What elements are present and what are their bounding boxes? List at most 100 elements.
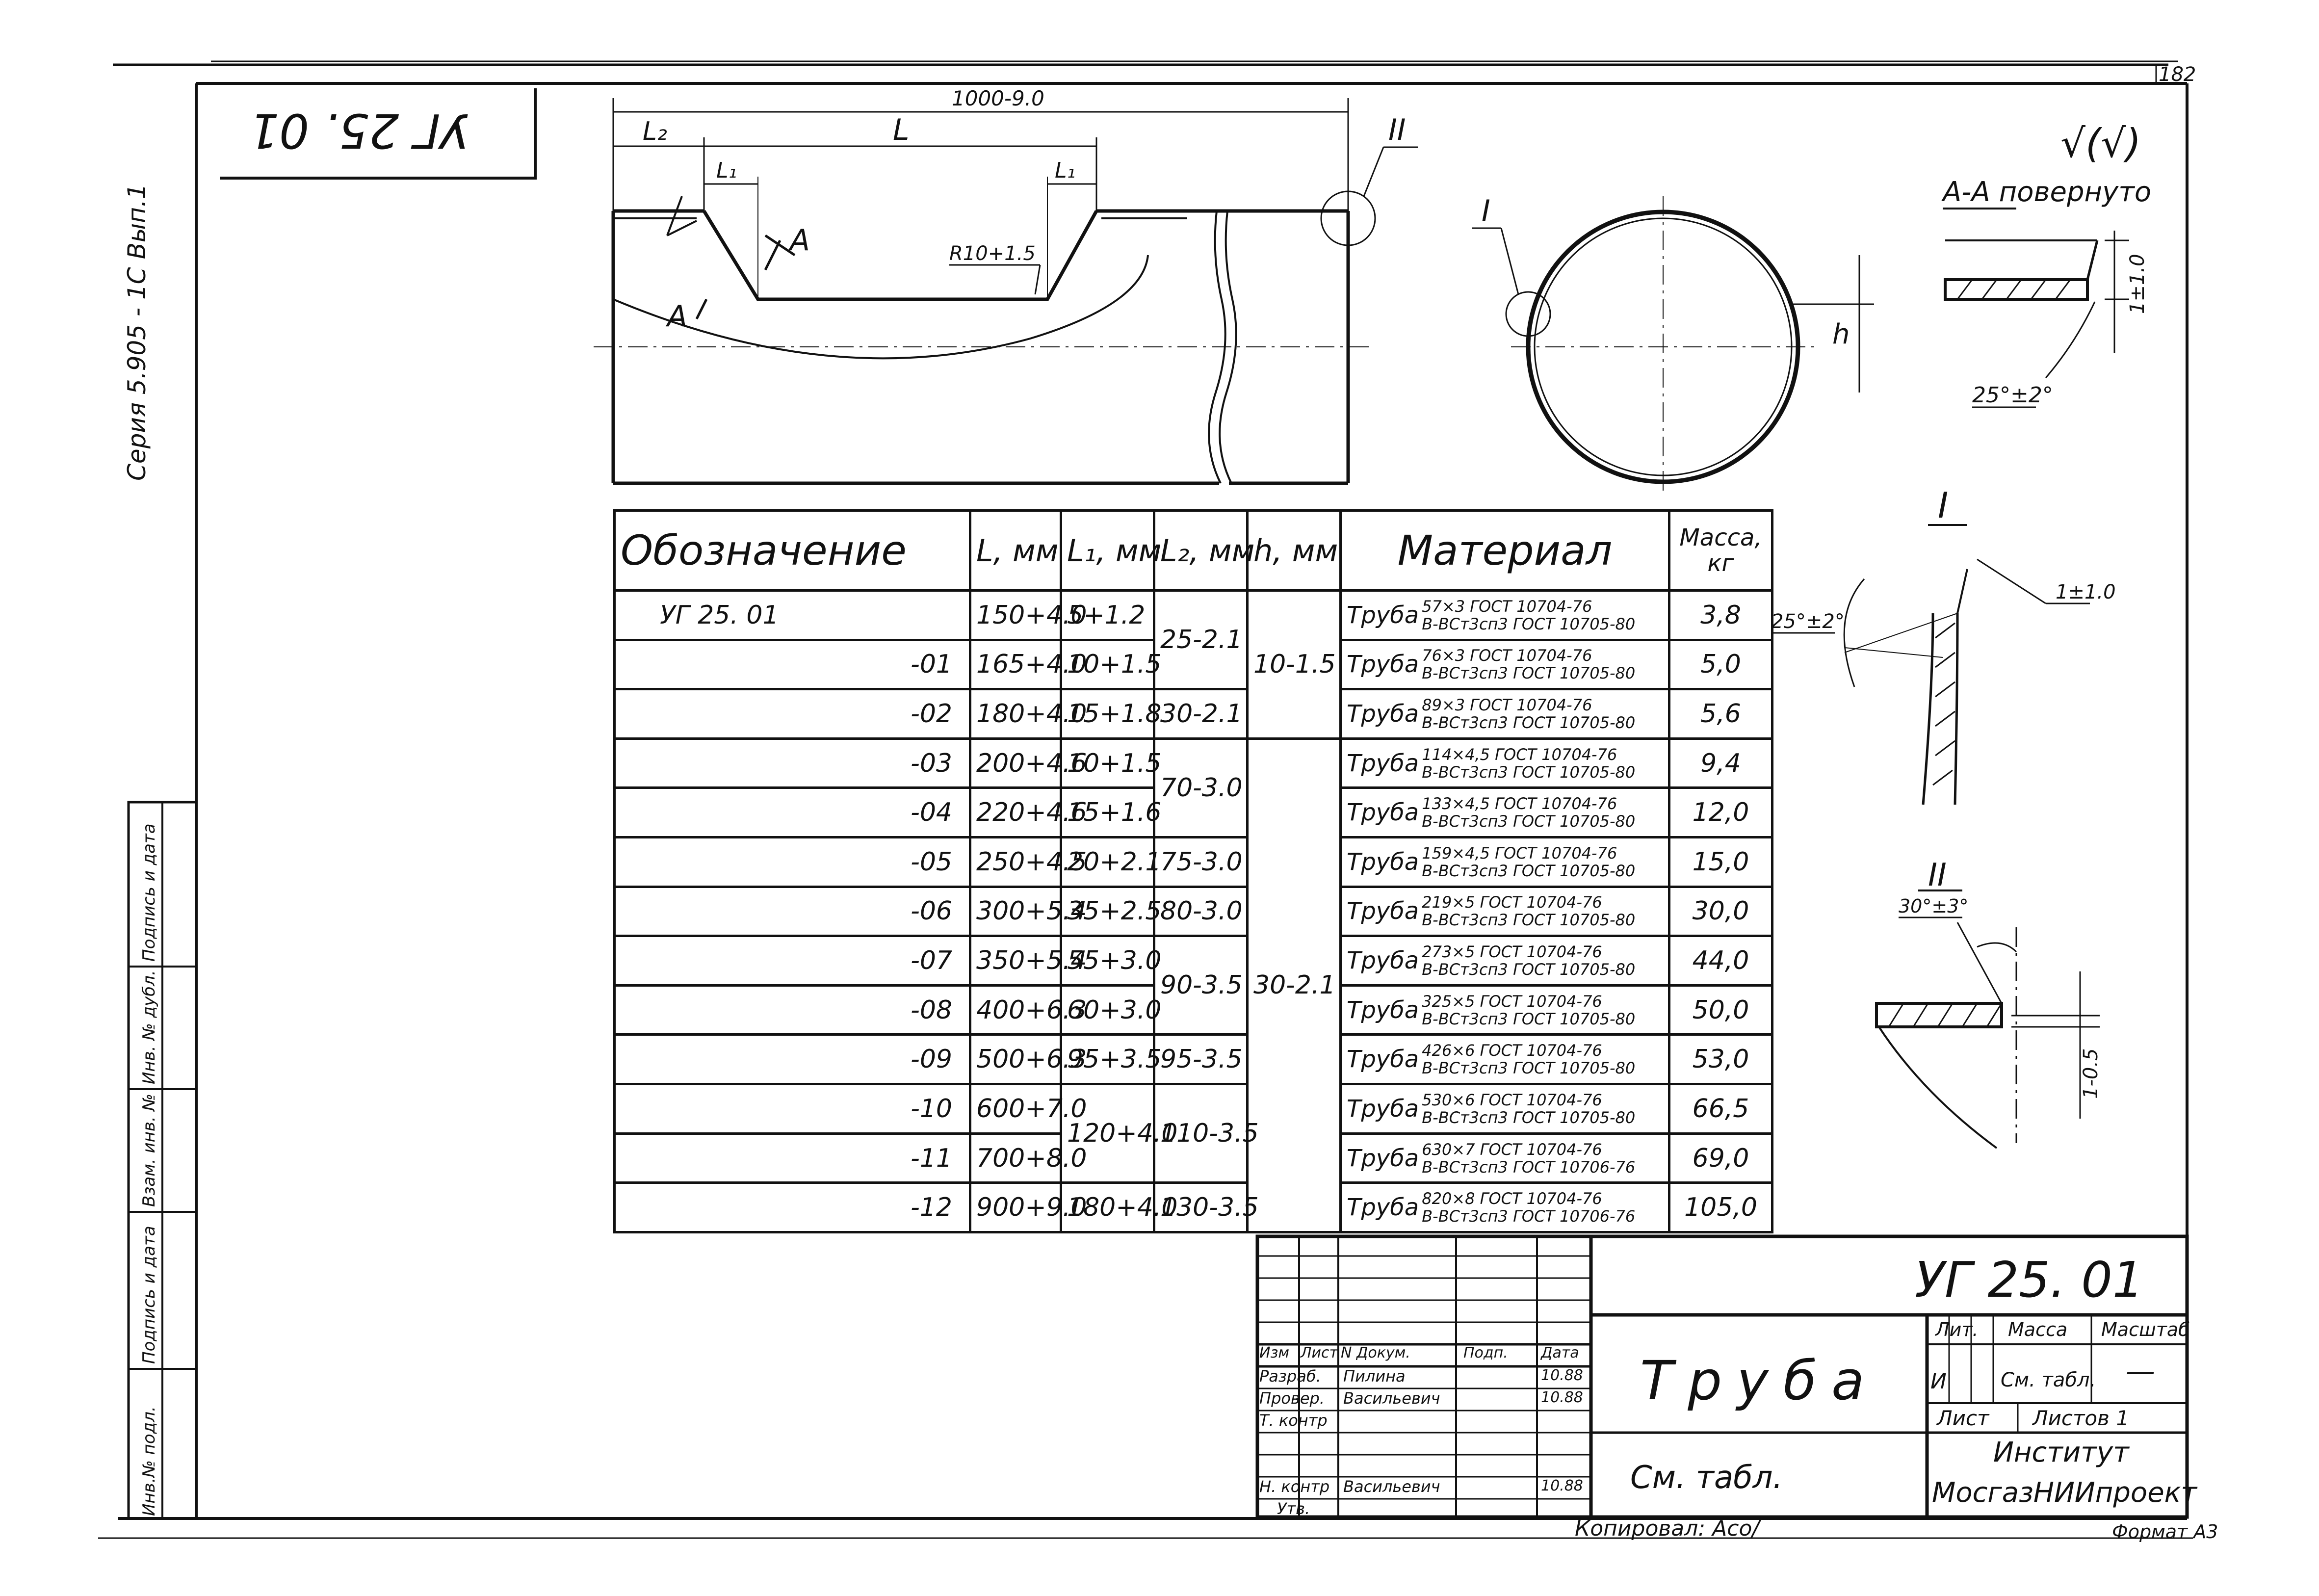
col-sign: Подп. xyxy=(1463,1344,1508,1361)
cell-l2: 75-3.0 xyxy=(1153,836,1249,888)
material-a: 820×8 ГОСТ 10704-76 xyxy=(1422,1189,1602,1208)
left-strip-label-2: Подпись и дата xyxy=(139,1226,159,1364)
material-b: В-ВСт3сп3 ГОСТ 10705-80 xyxy=(1422,762,1636,782)
radius-label: R10+1.5 xyxy=(949,242,1036,265)
cell-l2: 80-3.0 xyxy=(1153,885,1249,938)
mass-label: Масса xyxy=(2008,1319,2068,1340)
razrab-name: Пилина xyxy=(1343,1367,1406,1386)
material-a: 57×3 ГОСТ 10704-76 xyxy=(1422,597,1592,616)
cell-l: 180+4.0 xyxy=(969,688,1087,740)
col-doc: N Докум. xyxy=(1341,1344,1410,1361)
cell-designation: -01 xyxy=(613,638,971,691)
title-block: Изм Лист N Докум. Подп. Дата Разраб. Пил… xyxy=(1255,1234,2197,1519)
table-row: УГ 25. 01 150+4.0 5+1.2 25-2.1 10-1.5 Тр… xyxy=(613,589,1773,740)
cell-designation: -10 xyxy=(613,1083,971,1135)
material-a: 325×5 ГОСТ 10704-76 xyxy=(1422,992,1602,1011)
cell-l2: 130-3.5 xyxy=(1153,1181,1259,1233)
cell-designation: -03 xyxy=(613,737,971,789)
cell-l: 400+6.3 xyxy=(969,984,1087,1036)
material-b: В-ВСт3сп3 ГОСТ 10705-80 xyxy=(1422,1009,1636,1028)
cell-l: 700+8.0 xyxy=(969,1132,1087,1184)
cell-mass: 105,0 xyxy=(1668,1181,1773,1233)
dim-l2: L₂ xyxy=(643,117,667,146)
pipe-word: Труба xyxy=(1347,996,1419,1024)
pipe-word: Труба xyxy=(1347,848,1419,876)
pipe-word: Труба xyxy=(1347,1095,1419,1123)
cell-mass: 69,0 xyxy=(1668,1132,1773,1184)
pipe-word: Труба xyxy=(1347,1144,1419,1172)
prover-date: 10.88 xyxy=(1541,1389,1583,1406)
cell-mass: 3,8 xyxy=(1668,589,1773,641)
cell-l: 200+4.6 xyxy=(969,737,1087,789)
pipe-word: Труба xyxy=(1347,799,1419,827)
material-b: В-ВСт3сп3 ГОСТ 10706-76 xyxy=(1422,1207,1636,1226)
stamp-box: УГ 25. 01 xyxy=(220,88,537,180)
dim-l: L xyxy=(893,113,909,147)
cell-mass: 53,0 xyxy=(1668,1033,1773,1086)
prover-label: Провер. xyxy=(1259,1389,1325,1408)
cell-l1: 35+2.5 xyxy=(1060,885,1161,938)
razrab-label: Разраб. xyxy=(1259,1367,1321,1386)
cell-l1: 95+3.5 xyxy=(1060,1033,1161,1086)
cell-h: 30-2.1 xyxy=(1246,737,1342,1234)
pipe-word: Труба xyxy=(1347,601,1419,629)
material-b: В-ВСт3сп3 ГОСТ 10705-80 xyxy=(1422,1059,1636,1078)
detail-i-dim: 1±1.0 xyxy=(2056,581,2116,603)
lit-value: И xyxy=(1930,1369,1947,1394)
cell-designation: -07 xyxy=(613,935,971,987)
cell-designation: -04 xyxy=(613,786,971,839)
cell-l1: 15+1.8 xyxy=(1060,688,1161,740)
roughness-mark: √(√) xyxy=(2060,121,2141,166)
cell-designation: -08 xyxy=(613,984,971,1036)
dim-l1-left: L₁ xyxy=(716,158,737,183)
material-a: 76×3 ГОСТ 10704-76 xyxy=(1422,646,1592,665)
doc-name: Труба xyxy=(1640,1349,1879,1412)
cell-l: 220+4.6 xyxy=(969,786,1087,839)
nkontr-label: Н. контр xyxy=(1259,1477,1330,1496)
section-aa-title: А-А повернуто xyxy=(1941,176,2151,208)
cell-l: 900+9.0 xyxy=(969,1181,1087,1233)
pipe-word: Труба xyxy=(1347,897,1419,925)
header-l1: L₁, мм xyxy=(1060,509,1161,592)
material-a: 159×4,5 ГОСТ 10704-76 xyxy=(1422,843,1617,863)
header-designation: Обозначение xyxy=(613,509,971,592)
doc-note: См. табл. xyxy=(1630,1460,1783,1496)
pipe-word: Труба xyxy=(1347,1046,1419,1073)
material-b: В-ВСт3сп3 ГОСТ 10705-80 xyxy=(1422,960,1636,979)
view-ii-label: II xyxy=(1388,113,1406,147)
cell-mass: 5,0 xyxy=(1668,638,1773,691)
cell-l: 250+4.5 xyxy=(969,836,1087,888)
cell-l1: 10+1.5 xyxy=(1060,737,1161,789)
section-mark-a1: A xyxy=(788,223,810,258)
material-a: 89×3 ГОСТ 10704-76 xyxy=(1422,696,1592,715)
header-mass: Масса, кг xyxy=(1668,509,1773,592)
cell-l1: 180+4.0 xyxy=(1060,1181,1178,1233)
cell-l: 600+7.0 xyxy=(969,1083,1087,1135)
left-strip-label-4: Инв. № дубл. xyxy=(139,970,159,1084)
format-label: Формат А3 xyxy=(2112,1521,2218,1543)
series-label: Серия 5.905 - 1С Вып.1 xyxy=(123,183,151,481)
material-b: В-ВСт3сп3 ГОСТ 10705-80 xyxy=(1422,1108,1636,1127)
section-angle: 25°±2° xyxy=(1972,383,2053,408)
prover-name: Васильевич xyxy=(1343,1389,1440,1408)
view-i-label: I xyxy=(1482,194,1490,228)
pipe-word: Труба xyxy=(1347,651,1419,679)
cell-designation: УГ 25. 01 xyxy=(613,589,971,641)
detail-ii-angle: 30°±3° xyxy=(1899,895,1968,917)
cell-designation: -06 xyxy=(613,885,971,938)
cell-designation: -12 xyxy=(613,1181,971,1233)
cell-designation: -02 xyxy=(613,688,971,740)
